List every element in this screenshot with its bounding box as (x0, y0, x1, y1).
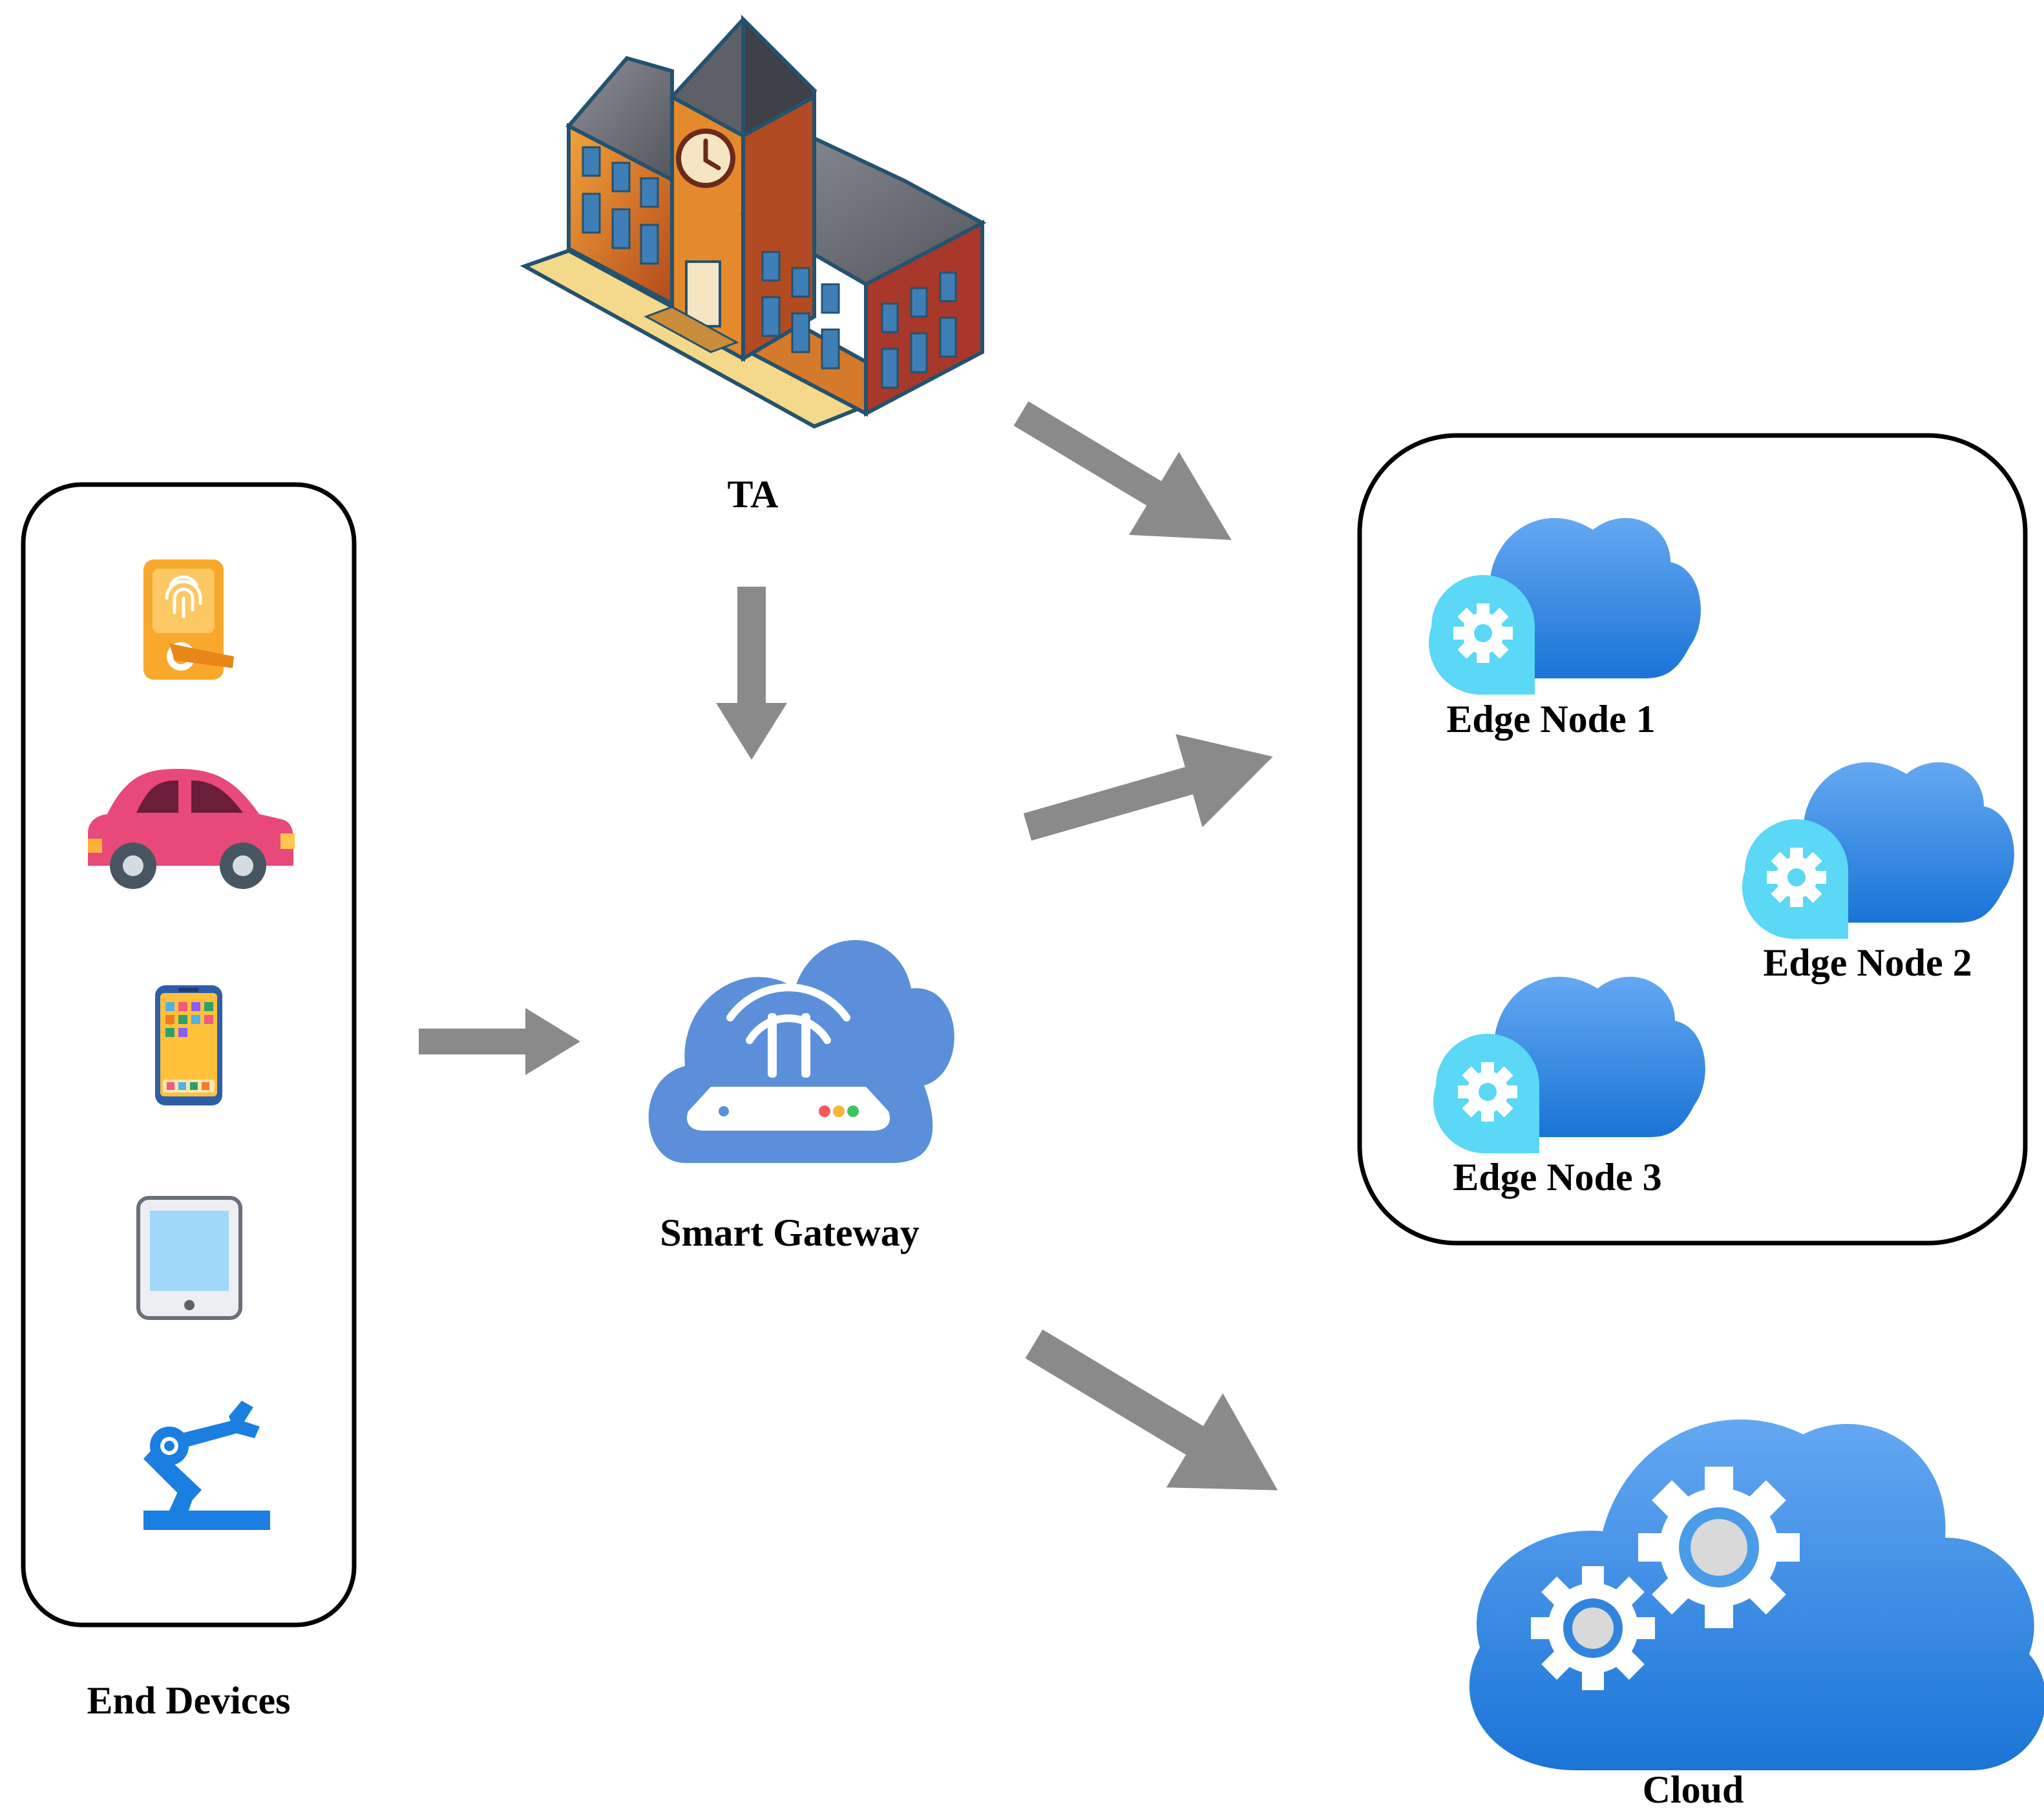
edge-node-2-icon (1742, 762, 2014, 939)
arrows (419, 401, 1278, 1491)
cloud-gears-icon (1469, 1419, 2044, 1770)
tablet-icon (136, 1196, 242, 1320)
end-devices-panel: End Devices (21, 482, 357, 1722)
edge-node-2-label: Edge Node 2 (1763, 941, 1972, 984)
cloud-router-icon (648, 940, 954, 1163)
robot-arm-icon (143, 1401, 270, 1530)
end-devices-border (21, 482, 357, 1628)
edge-node-1-label: Edge Node 1 (1446, 698, 1655, 740)
ta-label: TA (728, 473, 779, 516)
edge-node-1-icon (1428, 518, 1701, 695)
edge-node-3-label: Edge Node 3 (1453, 1156, 1661, 1199)
arrow-gateway-to-edge (1023, 734, 1273, 841)
gateway-label: Smart Gateway (660, 1211, 920, 1254)
arrow-ta-to-edge (1013, 401, 1232, 540)
edge-nodes-panel: Edge Node 1 Edge Node 2 (1357, 433, 2028, 1246)
smartphone-icon (155, 985, 222, 1105)
edge-node-3-icon (1433, 976, 1705, 1154)
end-devices-label: End Devices (87, 1679, 291, 1722)
fingerprint-lock-icon (143, 560, 234, 680)
edge-nodes-border (1357, 433, 2028, 1246)
car-icon (88, 769, 295, 889)
ta-building-icon (520, 14, 987, 429)
cloud-label: Cloud (1643, 1768, 1744, 1811)
arrow-devices-to-gateway (419, 1008, 580, 1075)
arrow-ta-to-gateway (716, 587, 787, 760)
arrow-gateway-to-cloud (1025, 1329, 1278, 1491)
